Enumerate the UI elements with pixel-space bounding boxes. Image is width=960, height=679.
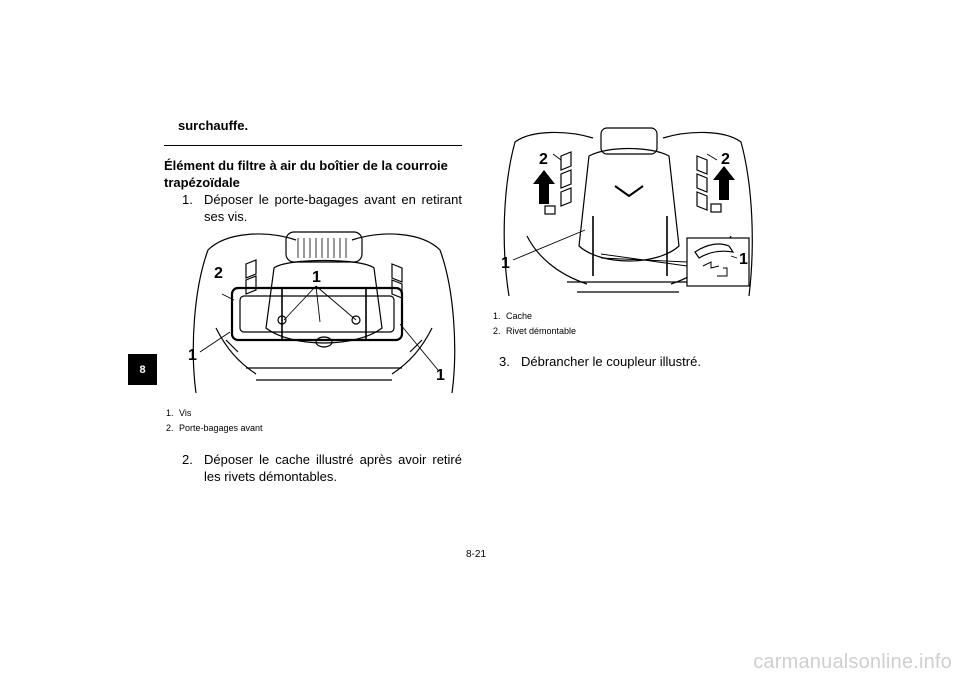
step-1: 1. Déposer le porte-bagages avant en ret… [182,191,462,225]
callout-label: 1 [188,347,197,364]
step-2: 2. Déposer le cache illustré après avoir… [182,451,462,485]
chapter-tab: 8 [128,354,157,385]
callout-label: 1 [312,269,321,286]
section-heading: Élément du filtre à air du boîtier de la… [164,158,448,190]
step-number: 1. [182,192,193,207]
step-number: 2. [182,452,193,467]
step-text: Déposer le porte-bagages avant en retira… [204,192,462,224]
callout-label: 1 [739,251,748,268]
continuation-text: surchauffe. [178,118,249,133]
legend-item: 2.Porte-bagages avant [166,423,263,433]
front-rack-illustration: 2 1 1 1 [188,231,456,394]
callout-label: 2 [721,151,730,168]
page-number: 8-21 [466,549,487,560]
step-3: 3. Débrancher le coupleur illustré. [499,353,769,370]
step-number: 3. [499,354,510,369]
legend-item: 1.Cache [493,311,533,321]
callout-label: 2 [214,265,223,282]
legend-item: 1.Vis [166,408,192,418]
divider-line [164,145,462,146]
callout-label: 2 [539,151,548,168]
watermark: carmanualsonline.info [753,651,952,673]
legend-item: 2.Rivet démontable [493,326,577,336]
cover-rivet-illustration: 2 2 1 1 [501,127,753,297]
step-text: Déposer le cache illustré après avoir re… [204,452,462,484]
callout-label: 1 [436,367,445,384]
figure2-legend: 1.Cache 2.Rivet démontable [493,309,576,339]
callout-label: 1 [501,255,510,272]
figure1-legend: 1.Vis 2.Porte-bagages avant [166,406,263,436]
step-text: Débrancher le coupleur illustré. [521,354,701,369]
